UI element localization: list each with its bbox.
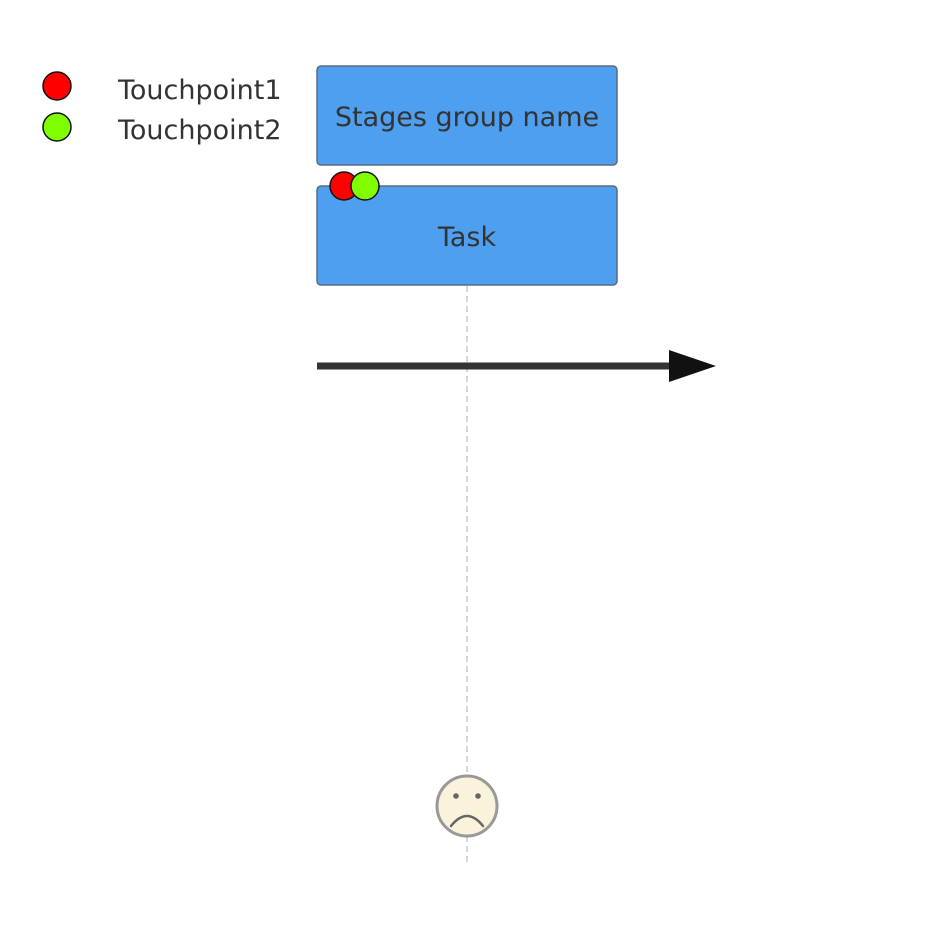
legend-label-touchpoint1: Touchpoint1: [117, 75, 282, 106]
task-box[interactable]: Task: [316, 185, 618, 286]
touchpoint1-legend-dot: [42, 71, 72, 101]
sad-face-icon: [435, 774, 499, 838]
section-box[interactable]: Stages group name: [316, 65, 618, 166]
timeline-arrowhead: [669, 350, 716, 382]
legend-item-touchpoint1: Touchpoint1: [42, 71, 282, 106]
legend-label-touchpoint2: Touchpoint2: [117, 115, 282, 146]
task-touchpoint2-marker: [350, 171, 380, 201]
legend: Touchpoint1 Touchpoint2: [42, 71, 282, 146]
task-label: Task: [437, 222, 497, 253]
legend-item-touchpoint2: Touchpoint2: [42, 112, 282, 146]
section-label: Stages group name: [335, 102, 599, 133]
touchpoint2-legend-dot: [42, 112, 72, 142]
section-rect: [316, 65, 618, 166]
task-rect: [316, 185, 618, 286]
